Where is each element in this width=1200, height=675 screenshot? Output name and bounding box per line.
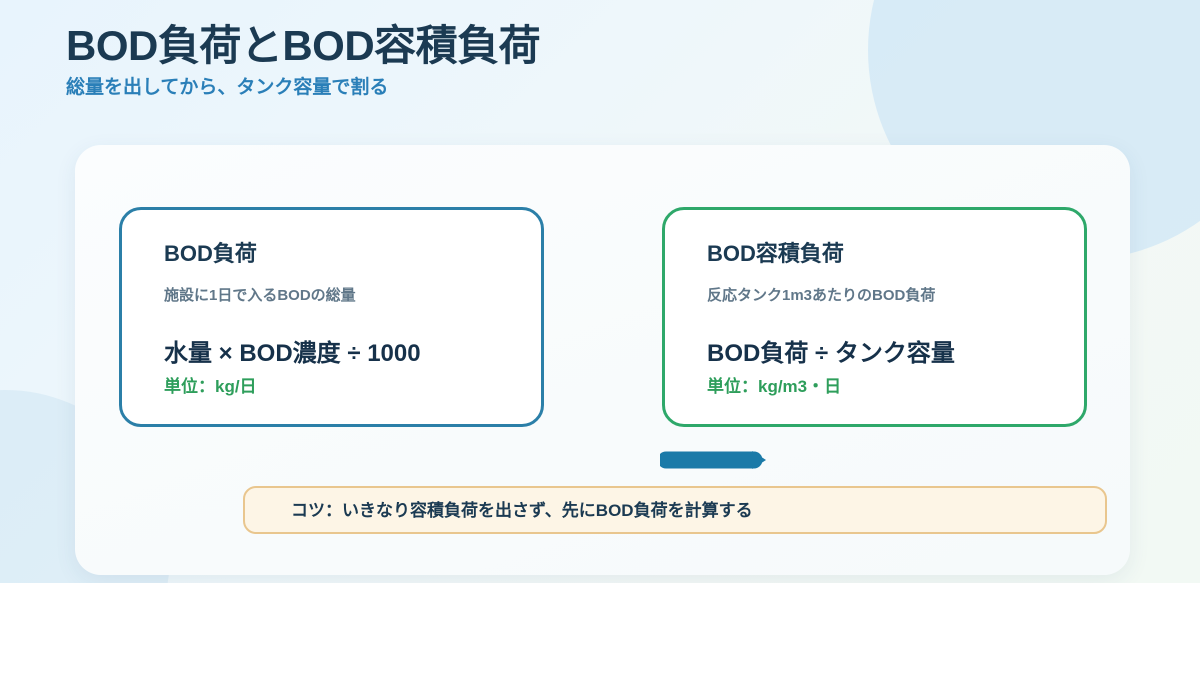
card-bod-volumetric-load: BOD容積負荷 反応タンク1m3あたりのBOD負荷 BOD負荷 ÷ タンク容量 … [662, 207, 1087, 427]
card-unit: 単位：kg/m3・日 [707, 376, 842, 396]
arrow-right-icon [657, 448, 772, 472]
card-description: 施設に1日で入るBODの総量 [164, 286, 356, 304]
slide-canvas: BOD負荷とBOD容積負荷 総量を出してから、タンク容量で割る BOD負荷 施設… [0, 0, 1200, 583]
page-title: BOD負荷とBOD容積負荷 [66, 22, 541, 69]
card-formula: BOD負荷 ÷ タンク容量 [707, 339, 955, 367]
page-subtitle: 総量を出してから、タンク容量で割る [66, 77, 389, 99]
card-formula: 水量 × BOD濃度 ÷ 1000 [164, 339, 421, 367]
slide-header: BOD負荷とBOD容積負荷 総量を出してから、タンク容量で割る [66, 22, 541, 100]
card-bod-load: BOD負荷 施設に1日で入るBODの総量 水量 × BOD濃度 ÷ 1000 単… [119, 207, 544, 427]
card-unit: 単位：kg/日 [164, 376, 257, 396]
page-whitespace [0, 583, 1200, 675]
tip-text: コツ：いきなり容積負荷を出さず、先にBOD負荷を計算する [291, 500, 753, 520]
content-panel: BOD負荷 施設に1日で入るBODの総量 水量 × BOD濃度 ÷ 1000 単… [75, 145, 1130, 575]
card-title: BOD負荷 [164, 241, 257, 266]
card-description: 反応タンク1m3あたりのBOD負荷 [707, 286, 936, 304]
card-title: BOD容積負荷 [707, 241, 844, 266]
concept-cards-row: BOD負荷 施設に1日で入るBODの総量 水量 × BOD濃度 ÷ 1000 単… [119, 207, 1087, 427]
tip-callout: コツ：いきなり容積負荷を出さず、先にBOD負荷を計算する [243, 486, 1107, 534]
